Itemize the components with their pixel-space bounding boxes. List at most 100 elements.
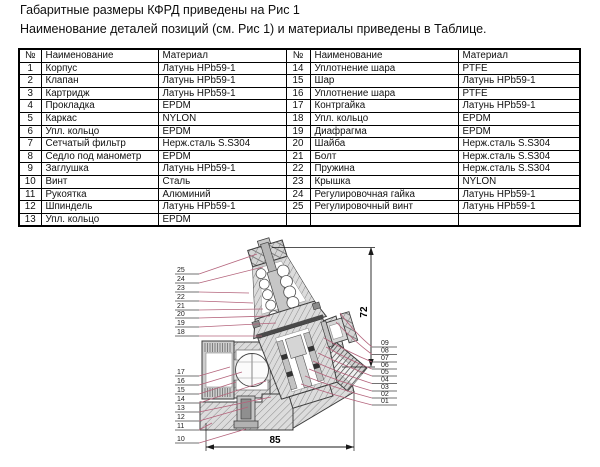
- cell: 2: [18, 74, 42, 88]
- cell: 22: [285, 162, 311, 176]
- cell: Латунь HPb59-1: [157, 61, 287, 76]
- cell: Упл. кольцо: [309, 111, 459, 126]
- cell: Сталь: [157, 174, 287, 189]
- callout-25: 25: [177, 267, 185, 274]
- callout-06: 06: [381, 362, 389, 369]
- table-header-row: № Наименование Материал № Наименование М…: [18, 48, 581, 63]
- cell: Регулировочный винт: [309, 200, 459, 214]
- col-header-name-left: Наименование: [40, 48, 159, 63]
- cell: Нерж.сталь S.S304: [457, 162, 581, 176]
- cell: Нерж.сталь S.S304: [457, 149, 581, 164]
- cell: [309, 212, 459, 227]
- cell: 14: [285, 61, 311, 76]
- cell: Регулировочная гайка: [309, 187, 459, 202]
- callout-07: 07: [381, 355, 389, 362]
- cell: Уплотнение шара: [309, 61, 459, 76]
- inlet-thread-lines: [204, 343, 231, 397]
- dimension-width-label: 85: [269, 435, 281, 446]
- cell: EPDM: [157, 124, 287, 139]
- cell: Каркас: [40, 111, 159, 126]
- flange-bolt-right: [311, 301, 321, 311]
- callout-16: 16: [177, 378, 185, 385]
- valve-bonnet-assembly: [247, 237, 359, 409]
- col-header-no-right: №: [285, 48, 311, 63]
- cell: 6: [18, 124, 42, 139]
- cell: Шайба: [309, 137, 459, 151]
- cell: 25: [285, 200, 311, 214]
- cell: Алюминий: [157, 187, 287, 202]
- cell: Упл. кольцо: [40, 124, 159, 139]
- col-header-material-right: Материал: [457, 48, 581, 63]
- callout-04: 04: [381, 377, 389, 384]
- cell: 20: [285, 137, 311, 151]
- cell: 17: [285, 99, 311, 113]
- cell: Латунь HPb59-1: [157, 74, 287, 88]
- cell: 16: [285, 86, 311, 101]
- cell: 24: [285, 187, 311, 202]
- cell: Картридж: [40, 86, 159, 101]
- cell: Нерж.сталь S.S304: [157, 137, 287, 151]
- cell: 18: [285, 111, 311, 126]
- cell: Корпус: [40, 61, 159, 76]
- cell: 1: [18, 61, 42, 76]
- callout-20: 20: [177, 311, 185, 318]
- cell: Пружина: [309, 162, 459, 176]
- cell: 13: [18, 212, 42, 227]
- callout-underlines-left: [175, 273, 199, 444]
- cell: 8: [18, 149, 42, 164]
- cell: Сетчатый фильтр: [40, 137, 159, 151]
- cell: 15: [285, 74, 311, 88]
- callouts-left: 25 24 23 22 21 20 19 18 17 16 15 14 13 1…: [175, 267, 199, 444]
- cell: Заглушка: [40, 162, 159, 176]
- callouts-right: 09 08 07 06 05 04 03 02 01: [372, 340, 397, 406]
- diaphragm-flange: [253, 300, 328, 340]
- callout-14: 14: [177, 396, 185, 403]
- cell: EPDM: [457, 111, 581, 126]
- cell: Шпиндель: [40, 200, 159, 214]
- cell: Диафрагма: [309, 124, 459, 139]
- cell: [285, 212, 311, 227]
- cell: 4: [18, 99, 42, 113]
- callout-24: 24: [177, 276, 185, 283]
- cartridge-plug: [288, 383, 334, 409]
- cell: Прокладка: [40, 99, 159, 113]
- cell: NYLON: [457, 174, 581, 189]
- cell: 12: [18, 200, 42, 214]
- col-header-name-right: Наименование: [309, 48, 459, 63]
- diaphragm: [255, 314, 324, 339]
- callout-19: 19: [177, 320, 185, 327]
- callout-21: 21: [177, 303, 185, 310]
- callout-13: 13: [177, 405, 185, 412]
- header-line-1: Габаритные размеры КФРД приведены на Рис…: [20, 3, 300, 17]
- cell: Рукоятка: [40, 187, 159, 202]
- valve-inlet-ball-section: [201, 340, 271, 400]
- cell: EPDM: [157, 212, 287, 227]
- cell: Латунь HPb59-1: [457, 99, 581, 113]
- header-line-2: Наименование деталей позиций (см. Рис 1)…: [20, 22, 487, 36]
- leader-lines: [198, 253, 373, 444]
- cell: EPDM: [157, 99, 287, 113]
- callout-22: 22: [177, 294, 185, 301]
- cell: Винт: [40, 174, 159, 189]
- callout-01: 01: [381, 398, 389, 405]
- cell: Латунь HPb59-1: [157, 162, 287, 176]
- callout-09: 09: [381, 340, 389, 347]
- cell: Латунь HPb59-1: [157, 86, 287, 101]
- cell: Контргайка: [309, 99, 459, 113]
- parts-table: № Наименование Материал № Наименование М…: [18, 48, 581, 228]
- cell: Седло под манометр: [40, 149, 159, 164]
- cell: 9: [18, 162, 42, 176]
- cell: Клапан: [40, 74, 159, 88]
- cell: Шар: [309, 74, 459, 88]
